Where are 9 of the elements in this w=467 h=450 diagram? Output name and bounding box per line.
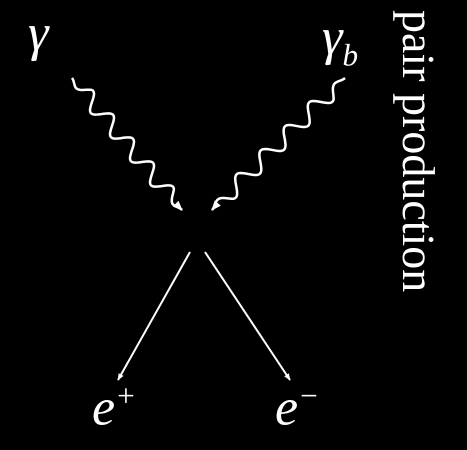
particle-symbol: γ xyxy=(28,8,48,60)
particle-symbol: γ$_{b}$ xyxy=(322,12,358,71)
arrow xyxy=(117,252,191,381)
particle-symbol: e$^{−}$ xyxy=(275,380,320,434)
wavy-arrow xyxy=(210,76,346,211)
wavy-arrow xyxy=(70,77,183,211)
particle-symbol: e$^{+}$ xyxy=(92,380,136,434)
vertical-label: pair production xyxy=(392,10,445,292)
arrow xyxy=(204,251,291,381)
